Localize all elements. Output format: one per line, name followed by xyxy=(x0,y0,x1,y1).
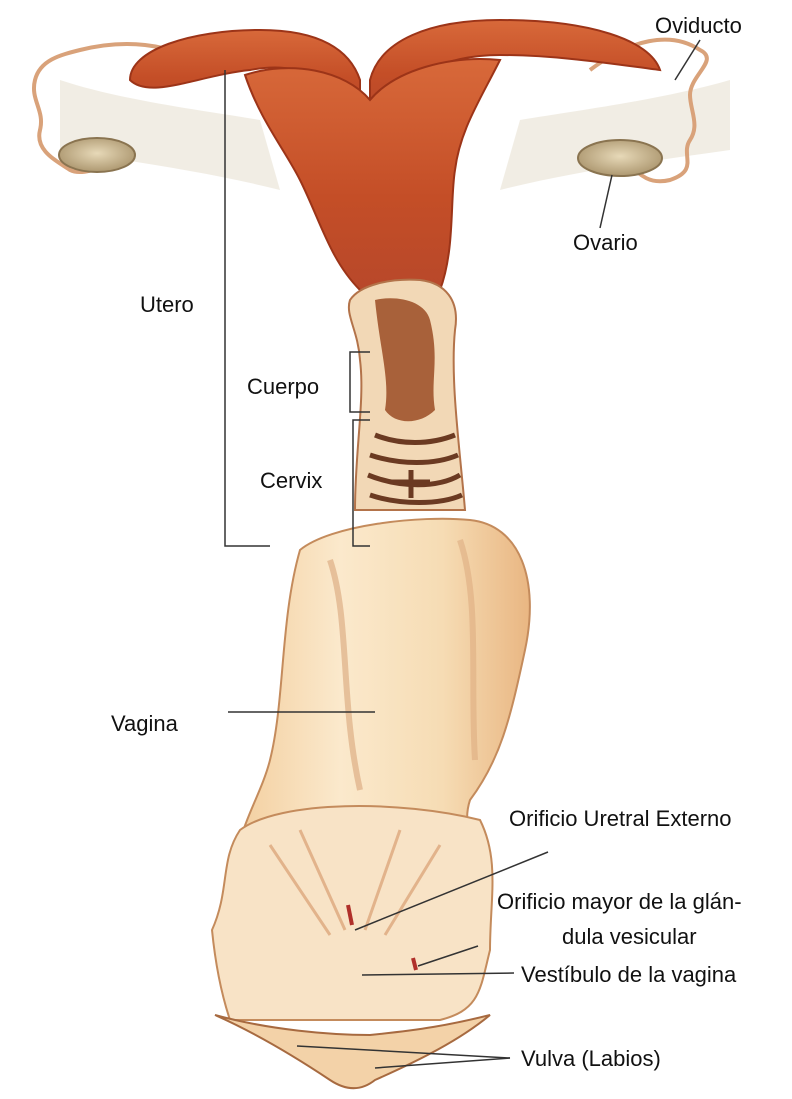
vestibule xyxy=(212,806,493,1020)
leader-oviducto xyxy=(675,40,700,80)
label-utero: Utero xyxy=(140,292,194,318)
label-vestibulo: Vestíbulo de la vagina xyxy=(521,962,736,988)
label-cervix: Cervix xyxy=(260,468,322,494)
broad-ligament-left xyxy=(60,80,280,190)
ovary-right xyxy=(578,140,662,176)
label-orificio-mayor-line1: Orificio mayor de la glán- xyxy=(497,889,742,915)
leader-ovario xyxy=(600,175,612,228)
label-orificio-uretral-externo: Orificio Uretral Externo xyxy=(509,806,732,832)
label-cuerpo: Cuerpo xyxy=(247,374,319,400)
label-oviducto: Oviducto xyxy=(655,13,742,39)
label-ovario: Ovario xyxy=(573,230,638,256)
label-vulva: Vulva (Labios) xyxy=(521,1046,661,1072)
label-vagina: Vagina xyxy=(111,711,178,737)
label-orificio-mayor-line2: dula vesicular xyxy=(562,924,697,950)
ovary-left xyxy=(59,138,135,172)
vulva xyxy=(215,1015,490,1088)
